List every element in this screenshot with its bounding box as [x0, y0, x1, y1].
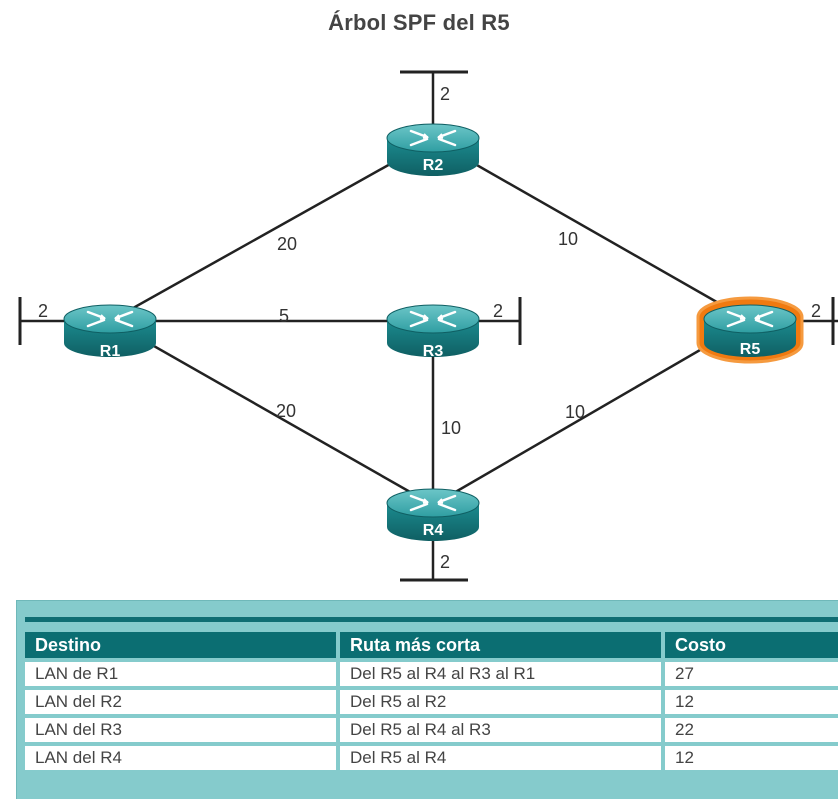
header-ruta: Ruta más corta [340, 632, 665, 658]
lan-cost-r4: 2 [440, 552, 450, 572]
table-row: LAN del R4 Del R5 al R4 12 [25, 746, 838, 770]
cell-destino: LAN del R3 [25, 718, 340, 742]
cell-costo: 12 [665, 690, 838, 714]
lan-costs: 2 2 2 2 2 [38, 84, 821, 572]
router-icon [63, 304, 157, 357]
router-label-r3: R3 [423, 343, 444, 360]
router-label-r4: R4 [423, 522, 444, 539]
table-header-row: Destino Ruta más corta Costo [25, 632, 838, 658]
router-r2[interactable]: R2 [386, 123, 480, 176]
routers-layer: R1 R2 R3 [63, 123, 804, 541]
lan-cost-r2: 2 [440, 84, 450, 104]
cell-costo: 12 [665, 746, 838, 770]
lan-cost-r3: 2 [493, 301, 503, 321]
table-row: LAN del R3 Del R5 al R4 al R3 22 [25, 718, 838, 742]
cost-r1-r4: 20 [276, 401, 296, 421]
router-icon [386, 488, 480, 541]
router-icon [386, 304, 480, 357]
router-r1[interactable]: R1 [63, 304, 157, 360]
cell-destino: LAN de R1 [25, 662, 340, 686]
table-top-bar [25, 617, 838, 622]
cell-costo: 27 [665, 662, 838, 686]
router-label-r2: R2 [423, 157, 444, 174]
cell-ruta: Del R5 al R4 [340, 746, 665, 770]
cell-ruta: Del R5 al R4 al R3 [340, 718, 665, 742]
router-icon [703, 304, 797, 357]
table-row: LAN del R2 Del R5 al R2 12 [25, 690, 838, 714]
cell-ruta: Del R5 al R4 al R3 al R1 [340, 662, 665, 686]
spf-table: Destino Ruta más corta Costo LAN de R1 D… [25, 628, 838, 774]
link-costs: 20 10 5 20 10 10 [276, 229, 585, 438]
router-r5[interactable]: R5 [696, 296, 804, 364]
lan-cost-r5: 2 [811, 301, 821, 321]
cell-costo: 22 [665, 718, 838, 742]
router-r4[interactable]: R4 [386, 488, 480, 541]
router-label-r5: R5 [740, 341, 761, 358]
links-layer [109, 138, 751, 507]
cell-ruta: Del R5 al R2 [340, 690, 665, 714]
cost-r1-r2: 20 [277, 234, 297, 254]
link-r1-r4 [109, 319, 434, 507]
table-row: LAN de R1 Del R5 al R4 al R3 al R1 27 [25, 662, 838, 686]
header-destino: Destino [25, 632, 340, 658]
diagram-title: Árbol SPF del R5 [328, 10, 510, 35]
cost-r4-r5: 10 [565, 402, 585, 422]
link-r4-r5 [432, 319, 751, 507]
link-r1-r2 [109, 138, 434, 323]
link-r2-r5 [432, 138, 751, 323]
router-label-r1: R1 [100, 343, 121, 360]
header-costo: Costo [665, 632, 838, 658]
cell-destino: LAN del R4 [25, 746, 340, 770]
cost-r2-r5: 10 [558, 229, 578, 249]
router-icon [386, 123, 480, 176]
spf-table-panel: Destino Ruta más corta Costo LAN de R1 D… [16, 600, 838, 799]
cost-r1-r3: 5 [279, 306, 289, 326]
lan-cost-r1: 2 [38, 301, 48, 321]
cost-r3-r4: 10 [441, 418, 461, 438]
cell-destino: LAN del R2 [25, 690, 340, 714]
network-topology: 20 10 5 20 10 10 2 2 2 2 2 R1 [18, 70, 838, 582]
router-r3[interactable]: R3 [386, 304, 480, 360]
